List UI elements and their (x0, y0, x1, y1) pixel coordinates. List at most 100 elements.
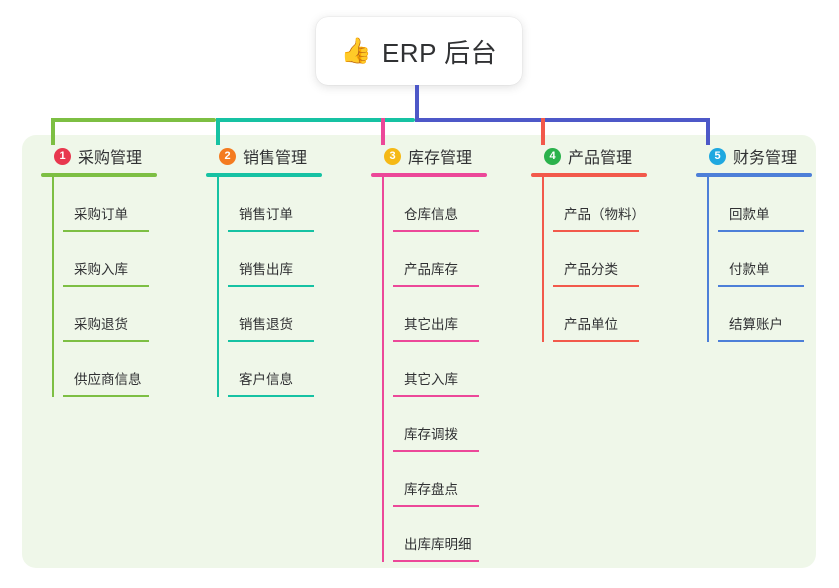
branch-item-list: 回款单付款单结算账户 (696, 177, 812, 342)
branch-item[interactable]: 产品（物料） (542, 177, 647, 232)
branch-spine (382, 177, 384, 562)
branch-item[interactable]: 库存调拨 (382, 397, 487, 452)
branch-item-label: 产品库存 (404, 262, 458, 277)
branch-item[interactable]: 结算账户 (707, 287, 812, 342)
branch-item-label: 其它入库 (404, 372, 458, 387)
branch-item-rule (63, 230, 149, 232)
branch-item-rule (718, 230, 804, 232)
branch-accent-rule (531, 173, 647, 177)
connector-bar-segment-3 (415, 118, 710, 122)
branch-item-rule (393, 230, 479, 232)
branch-item-label: 产品分类 (564, 262, 618, 277)
branch-item-label: 产品（物料） (564, 207, 645, 222)
branch-item[interactable]: 出库库明细 (382, 507, 487, 562)
root-stem (415, 85, 419, 122)
branch-item-rule (553, 285, 639, 287)
branch-item[interactable]: 仓库信息 (382, 177, 487, 232)
branch-number-badge: 2 (219, 147, 236, 165)
root-title: ERP 后台 (381, 37, 498, 68)
thumbs-up-icon: 👍 (340, 36, 372, 65)
branch-number-badge: 3 (384, 147, 401, 165)
connector-bar-segment-1 (51, 118, 216, 122)
branch-item[interactable]: 其它出库 (382, 287, 487, 342)
branch-item-label: 供应商信息 (74, 372, 142, 387)
branch-spine (542, 177, 544, 342)
branch-item-rule (393, 450, 479, 452)
branch-item-rule (228, 230, 314, 232)
branch-header-4[interactable]: 4 产品管理 (531, 145, 647, 167)
branch-item-label: 采购入库 (74, 262, 128, 277)
branch-item[interactable]: 产品库存 (382, 232, 487, 287)
branch-item[interactable]: 客户信息 (217, 342, 322, 397)
branch-item[interactable]: 供应商信息 (52, 342, 157, 397)
branch-item-label: 销售订单 (239, 207, 293, 222)
branch-item[interactable]: 采购退货 (52, 287, 157, 342)
branch-item-rule (228, 395, 314, 397)
branch-item[interactable]: 销售退货 (217, 287, 322, 342)
branch-item-rule (228, 285, 314, 287)
connector-drop-2 (216, 118, 220, 145)
branch-item-list: 产品（物料） 产品分类产品单位 (531, 177, 647, 342)
branch-number-badge: 4 (544, 147, 561, 165)
branch-item-label: 出库库明细 (404, 537, 472, 552)
branch-spine (217, 177, 219, 397)
branch-item-list: 仓库信息产品库存其它出库其它入库库存调拨库存盘点出库库明细 (371, 177, 487, 562)
branch-item[interactable]: 其它入库 (382, 342, 487, 397)
branch-item-rule (718, 340, 804, 342)
branch-item-label: 结算账户 (729, 317, 783, 332)
branch-item-label: 采购退货 (74, 317, 128, 332)
connector-bar-segment-2 (216, 118, 415, 122)
branch-item-rule (393, 560, 479, 562)
branch-number-badge: 1 (54, 147, 71, 165)
branch-item[interactable]: 产品分类 (542, 232, 647, 287)
branch-item[interactable]: 库存盘点 (382, 452, 487, 507)
branch-spine (707, 177, 709, 342)
branch-accent-rule (371, 173, 487, 177)
connector-drop-5 (706, 118, 710, 145)
branch-item-rule (63, 395, 149, 397)
branch-item-rule (63, 340, 149, 342)
branch-item-rule (393, 285, 479, 287)
branch-column-4: 4 产品管理产品（物料） 产品分类产品单位 (531, 145, 647, 342)
branch-item-list: 采购订单采购入库采购退货供应商信息 (41, 177, 157, 397)
branch-item-label: 采购订单 (74, 207, 128, 222)
branch-item-label: 付款单 (729, 262, 770, 277)
branch-item-rule (228, 340, 314, 342)
branch-item[interactable]: 回款单 (707, 177, 812, 232)
connector-drop-4 (541, 118, 545, 145)
branch-item[interactable]: 采购订单 (52, 177, 157, 232)
branch-item-label: 库存盘点 (404, 482, 458, 497)
branch-item-label: 仓库信息 (404, 207, 458, 222)
branch-header-3[interactable]: 3 库存管理 (371, 145, 487, 167)
branch-item[interactable]: 付款单 (707, 232, 812, 287)
branch-item[interactable]: 采购入库 (52, 232, 157, 287)
branch-item-label: 客户信息 (239, 372, 293, 387)
branch-item-rule (63, 285, 149, 287)
branch-item-rule (553, 230, 639, 232)
branch-accent-rule (41, 173, 157, 177)
branch-item-label: 销售出库 (239, 262, 293, 277)
branch-item-label: 其它出库 (404, 317, 458, 332)
root-node[interactable]: 👍 ERP 后台 (316, 17, 522, 85)
branch-item[interactable]: 产品单位 (542, 287, 647, 342)
branch-title: 财务管理 (733, 150, 798, 167)
branch-title: 产品管理 (568, 150, 633, 167)
branch-item-list: 销售订单销售出库销售退货客户信息 (206, 177, 322, 397)
branch-item-label: 销售退货 (239, 317, 293, 332)
branch-item-rule (553, 340, 639, 342)
branch-column-3: 3 库存管理仓库信息产品库存其它出库其它入库库存调拨库存盘点出库库明细 (371, 145, 487, 562)
branch-title: 库存管理 (408, 150, 473, 167)
branch-spine (52, 177, 54, 397)
connector-drop-1 (51, 118, 55, 145)
branch-item-rule (393, 505, 479, 507)
branch-item-rule (393, 340, 479, 342)
branch-item[interactable]: 销售订单 (217, 177, 322, 232)
branch-item[interactable]: 销售出库 (217, 232, 322, 287)
